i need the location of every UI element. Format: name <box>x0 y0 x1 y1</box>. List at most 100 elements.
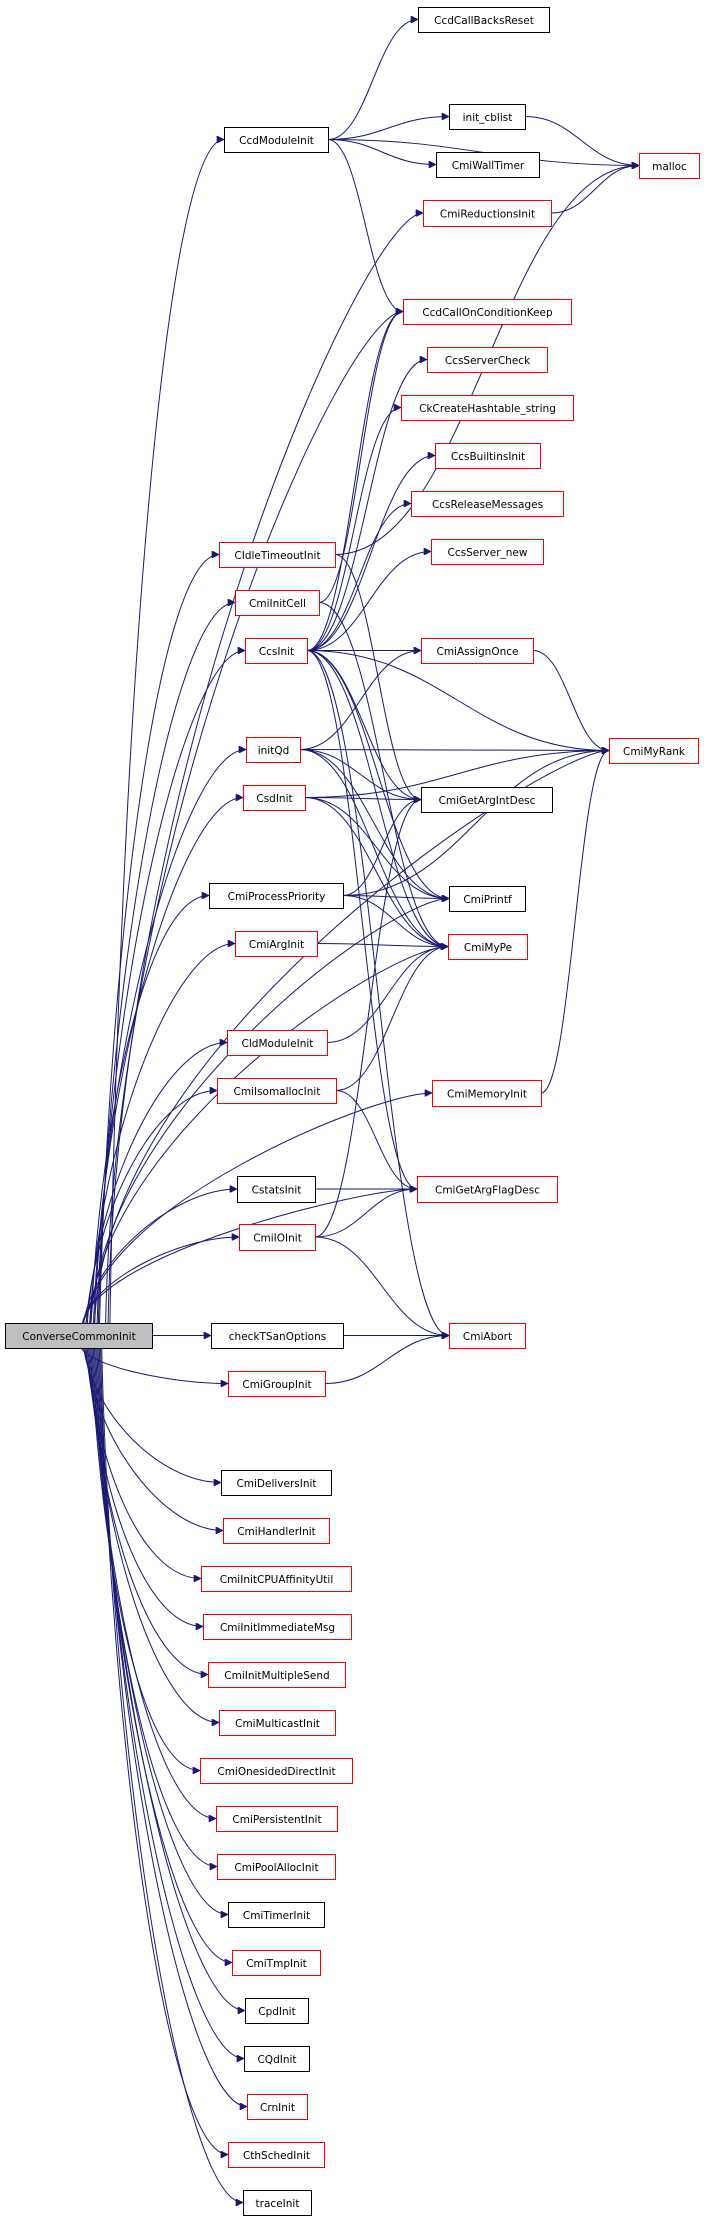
node-box <box>235 590 320 616</box>
edge-converse-common-init-to-cmi-io-init <box>81 1237 239 1324</box>
edge-cmi-isomalloc-init-to-cmi-my-pe <box>335 947 448 1091</box>
edge-csd-init-to-cmi-printf <box>304 797 449 899</box>
node-cmi-memory-init[interactable]: CmiMemoryInit <box>432 1080 542 1107</box>
node-trace-init[interactable]: traceInit <box>243 2190 312 2216</box>
node-label: CQdInit <box>257 2054 296 2066</box>
node-ccd-call-on-condition-keep[interactable]: CcdCallOnConditionKeep <box>403 299 572 325</box>
node-label: ConverseCommonInit <box>22 1331 135 1343</box>
node-cmi-init-cpu-affinity-util[interactable]: CmiInitCPUAffinityUtil <box>201 1566 352 1592</box>
node-cmi-init-multiple-send[interactable]: CmiInitMultipleSend <box>208 1662 346 1688</box>
node-cmi-reductions-init[interactable]: CmiReductionsInit <box>423 200 552 227</box>
node-cmi-arg-init[interactable]: CmiArgInit <box>235 931 318 957</box>
node-label: initQd <box>258 745 290 757</box>
node-cmi-group-init[interactable]: CmiGroupInit <box>228 1371 326 1397</box>
node-cmi-io-init[interactable]: CmiIOInit <box>239 1224 316 1251</box>
node-ccd-call-backs-reset[interactable]: CcdCallBacksReset <box>418 7 550 33</box>
node-box <box>217 1078 337 1104</box>
edge-init-qd-to-cmi-my-pe <box>299 749 448 947</box>
node-cmi-get-arg-flag-desc[interactable]: CmiGetArgFlagDesc <box>417 1176 558 1203</box>
node-cmi-process-priority[interactable]: CmiProcessPriority <box>209 883 344 909</box>
node-box <box>216 1806 338 1832</box>
node-cmi-delivers-init[interactable]: CmiDeliversInit <box>221 1470 332 1496</box>
edge-ccs-init-to-ccs-server-check <box>306 360 427 651</box>
node-box <box>203 1614 352 1640</box>
node-cmi-tmp-init[interactable]: CmiTmpInit <box>232 1950 321 1976</box>
edge-cmi-init-cell-to-ccd-call-on-condition-keep <box>318 312 403 603</box>
node-box <box>228 1371 326 1397</box>
node-crn-init[interactable]: CrnInit <box>247 2094 308 2120</box>
node-ccs-builtins-init[interactable]: CcsBuiltinsInit <box>435 443 541 469</box>
edge-ccd-module-init-to-ccd-call-backs-reset <box>327 20 418 140</box>
node-cld-module-init[interactable]: CldModuleInit <box>227 1030 328 1056</box>
node-label: CmiMulticastInit <box>235 1718 320 1730</box>
node-c-idle-timeout-init[interactable]: CIdleTimeoutInit <box>219 542 336 568</box>
node-cth-sched-init[interactable]: CthSchedInit <box>228 2142 325 2168</box>
node-init-cblist[interactable]: init_cblist <box>449 104 526 130</box>
node-box <box>417 1176 558 1203</box>
node-init-qd[interactable]: initQd <box>246 737 301 763</box>
node-cmi-init-immediate-msg[interactable]: CmiInitImmediateMsg <box>203 1614 352 1640</box>
edge-converse-common-init-to-cstats-init <box>83 1189 237 1324</box>
node-cmi-my-rank[interactable]: CmiMyRank <box>609 738 699 764</box>
node-box <box>427 347 548 373</box>
edge-ccs-init-to-cmi-get-arg-flag-desc <box>306 650 417 1190</box>
edge-converse-common-init-to-crn-init <box>98 1347 247 2107</box>
node-cmi-get-arg-int-desc[interactable]: CmiGetArgIntDesc <box>421 787 553 813</box>
node-box <box>421 638 534 664</box>
node-box <box>431 539 544 565</box>
node-label: CmiInitCell <box>249 598 306 610</box>
node-ccs-server-check[interactable]: CcsServerCheck <box>427 347 548 373</box>
edge-converse-common-init-to-cmi-memory-init <box>85 1093 432 1324</box>
node-cmi-init-cell[interactable]: CmiInitCell <box>235 590 320 616</box>
node-label: CmiPersistentInit <box>232 1814 321 1826</box>
node-cmi-printf[interactable]: CmiPrintf <box>449 886 526 912</box>
node-cpd-init[interactable]: CpdInit <box>245 1998 309 2024</box>
node-box <box>228 1902 325 1928</box>
node-ck-create-hashtable-string[interactable]: CkCreateHashtable_string <box>401 395 574 421</box>
node-box <box>200 1758 353 1784</box>
node-label: CmiAbort <box>463 1331 512 1343</box>
edge-csd-init-to-cmi-my-pe <box>304 797 448 947</box>
node-cmi-abort[interactable]: CmiAbort <box>449 1323 526 1349</box>
node-box <box>239 1224 316 1251</box>
node-ccs-release-messages[interactable]: CcsReleaseMessages <box>411 491 564 517</box>
node-box <box>244 2046 310 2072</box>
node-box <box>423 200 552 227</box>
node-box <box>245 638 308 664</box>
edge-ccs-init-to-cmi-printf <box>306 650 449 899</box>
node-ccs-init[interactable]: CcsInit <box>245 638 308 664</box>
edge-converse-common-init-to-cmi-my-rank <box>94 751 609 1324</box>
node-check-t-san-options[interactable]: checkTSanOptions <box>211 1323 344 1349</box>
node-cmi-pool-alloc-init[interactable]: CmiPoolAllocInit <box>217 1854 336 1880</box>
node-malloc[interactable]: malloc <box>639 153 700 179</box>
node-cmi-isomalloc-init[interactable]: CmiIsomallocInit <box>217 1078 337 1104</box>
node-cmi-my-pe[interactable]: CmiMyPe <box>448 934 528 960</box>
node-box <box>201 1566 352 1592</box>
node-cmi-timer-init[interactable]: CmiTimerInit <box>228 1902 325 1928</box>
edge-converse-common-init-to-cmi-onesided-direct-init <box>90 1347 200 1771</box>
node-label: CkCreateHashtable_string <box>419 403 556 415</box>
node-cmi-onesided-direct-init[interactable]: CmiOnesidedDirectInit <box>200 1758 353 1784</box>
node-cstats-init[interactable]: CstatsInit <box>237 1176 316 1203</box>
edge-converse-common-init-to-cmi-my-pe <box>89 947 448 1324</box>
edge-cmi-process-priority-to-cmi-my-rank <box>342 751 609 896</box>
node-box <box>401 395 574 421</box>
edge-ccs-init-to-cmi-my-rank <box>306 650 609 751</box>
node-cmi-multicast-init[interactable]: CmiMulticastInit <box>219 1710 336 1736</box>
node-cmi-persistent-init[interactable]: CmiPersistentInit <box>216 1806 338 1832</box>
node-c-qd-init[interactable]: CQdInit <box>244 2046 310 2072</box>
node-ccs-server-new[interactable]: CcsServer_new <box>431 539 544 565</box>
node-cmi-handler-init[interactable]: CmiHandlerInit <box>223 1518 330 1544</box>
edge-cld-module-init-to-cmi-my-pe <box>326 947 448 1043</box>
node-label: CrnInit <box>260 2102 295 2114</box>
node-cmi-wall-timer[interactable]: CmiWallTimer <box>436 152 540 178</box>
node-label: CpdInit <box>258 2006 295 2018</box>
node-csd-init[interactable]: CsdInit <box>243 785 306 811</box>
node-label: init_cblist <box>463 112 513 124</box>
node-cmi-assign-once[interactable]: CmiAssignOnce <box>421 638 534 664</box>
node-label: CcsServerCheck <box>445 355 531 367</box>
node-box <box>228 2142 325 2168</box>
edge-converse-common-init-to-cmi-isomalloc-init <box>85 1091 217 1324</box>
node-ccd-module-init[interactable]: CcdModuleInit <box>224 127 329 153</box>
node-label: CmiPrintf <box>463 894 512 906</box>
